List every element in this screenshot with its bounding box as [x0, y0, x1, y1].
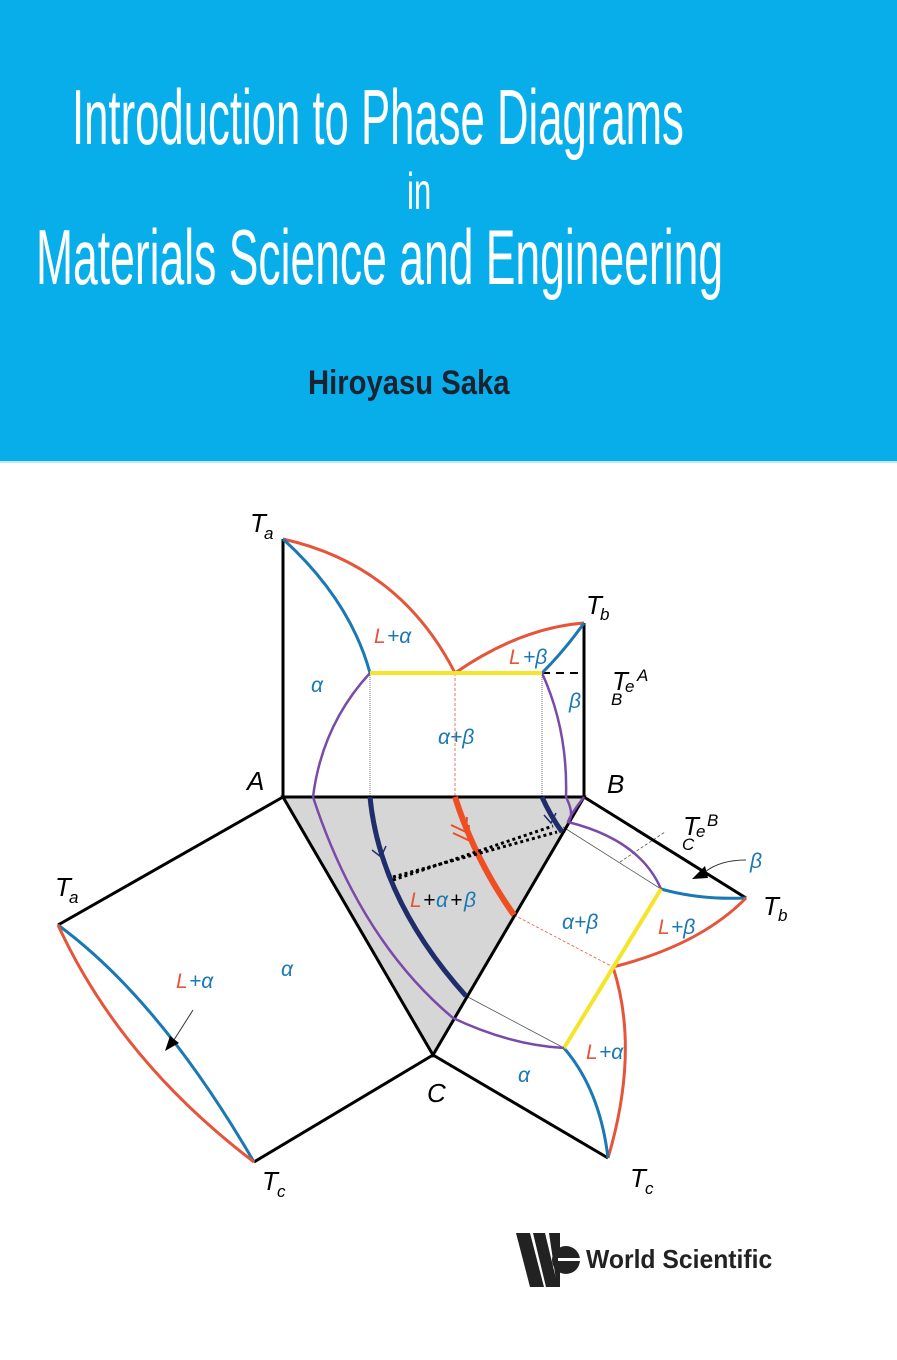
top-te-sup: A [636, 666, 648, 685]
top-liquidus-b [454, 621, 585, 675]
center-alpha-label: α [436, 889, 449, 912]
top-l-plus-beta-b: +β [523, 646, 547, 669]
right-l-plus-beta-b: +β [671, 916, 695, 939]
author-name: Hiroyasu Saka [308, 364, 510, 402]
right-te-sup: B [707, 811, 718, 830]
top-alpha-label: α [311, 674, 324, 697]
tie-lines [392, 824, 558, 882]
top-l-plus-beta-l: L [509, 646, 521, 669]
valley-arrows [371, 812, 557, 859]
left-ta-sub: a [69, 888, 78, 907]
cover-title-band [0, 0, 897, 461]
right-te-dashed [619, 831, 666, 863]
top-liquidus-a [282, 537, 457, 674]
band-edge [0, 461, 897, 463]
right-pointer-line [704, 859, 747, 873]
right-te-sub: C [682, 835, 695, 854]
right-alpha-beta-label: α+β [562, 911, 598, 934]
top-ta-sub: a [264, 524, 273, 543]
title-line-1: Introduction to Phase Diagrams [72, 73, 684, 161]
top-solvus-a [311, 672, 371, 798]
top-beta-label: β [568, 690, 581, 713]
top-l-plus-alpha-a: +α [387, 625, 412, 648]
left-ta-label: T [55, 872, 73, 902]
right-pointer-arrow-icon [692, 866, 708, 879]
top-solidus-b [540, 622, 586, 675]
top-te-label: T [612, 666, 630, 696]
left-solidus [57, 923, 256, 1163]
alpha-valley-curve [367, 796, 468, 998]
right-l-plus-alpha-l: L [586, 1041, 598, 1064]
top-tb-label: T [586, 590, 604, 620]
right-liquidus-c [606, 966, 627, 1159]
diagram-frame [57, 539, 747, 1164]
left-l-plus-alpha-l: L [176, 970, 188, 993]
right-te-label: T [683, 811, 701, 841]
right-tb-label: T [763, 891, 781, 921]
left-liquidus [56, 924, 255, 1164]
top-te-e: e [625, 677, 634, 696]
left-pointer-arrow-icon [165, 1036, 179, 1051]
right-liquidus-b [612, 896, 748, 969]
title-line-2: in [407, 163, 432, 221]
vertex-c-label: C [427, 1078, 446, 1108]
title-line-3: Materials Science and Engineering [36, 213, 724, 301]
right-beta-label: β [749, 850, 762, 873]
temperature-labels: T a T b T e A B T e B C T b T c T a T c [55, 508, 787, 1201]
left-alpha-label: α [281, 958, 294, 981]
left-tc-label: T [262, 1166, 280, 1196]
beta-solvus-surface [564, 796, 573, 823]
alpha-solvus-surface [311, 796, 565, 1050]
right-tc-sub: c [645, 1179, 654, 1198]
center-l-label: L [410, 889, 422, 912]
right-alpha-label: α [518, 1064, 531, 1087]
projection-lines [369, 673, 662, 1049]
ternary-triangle-fill [283, 797, 584, 1055]
world-scientific-logo-icon [516, 1233, 580, 1287]
top-te-sub: B [611, 690, 622, 709]
beta-valley-curve [539, 795, 565, 834]
center-plus-1: + [423, 889, 435, 912]
right-eutectic-line [562, 887, 663, 1050]
left-pointer-line [171, 1009, 194, 1044]
right-solidus-c [562, 1047, 610, 1159]
top-solidus-a [281, 537, 372, 674]
right-l-plus-beta-l: L [658, 916, 670, 939]
left-l-plus-alpha-a: +α [189, 970, 214, 993]
center-beta-label: β [463, 889, 476, 912]
top-solvus-b [540, 672, 568, 798]
top-l-plus-alpha-l: L [374, 625, 386, 648]
top-ta-label: T [250, 508, 268, 538]
top-tb-sub: b [600, 605, 609, 624]
publisher-name: World Scientific [586, 1244, 773, 1274]
right-l-plus-alpha-a: +α [599, 1041, 624, 1064]
eutectic-projection-lines [454, 673, 614, 968]
right-te-e: e [696, 822, 705, 841]
eutectic-arrow-icon [450, 816, 470, 842]
center-plus-2: + [450, 889, 462, 912]
right-tc-label: T [630, 1163, 648, 1193]
right-solvus-b [566, 796, 663, 890]
eutectic-valley-curve [452, 796, 517, 917]
region-labels: L +α α α+β L +β β L + α + β α+β L +β β L… [176, 625, 762, 1087]
right-tb-sub: b [778, 906, 787, 925]
vertex-a-label: A [245, 766, 264, 796]
vertex-b-label: B [607, 769, 624, 799]
top-alpha-beta-label: α+β [438, 726, 474, 749]
right-solidus-b [660, 887, 747, 900]
left-tc-sub: c [277, 1182, 286, 1201]
